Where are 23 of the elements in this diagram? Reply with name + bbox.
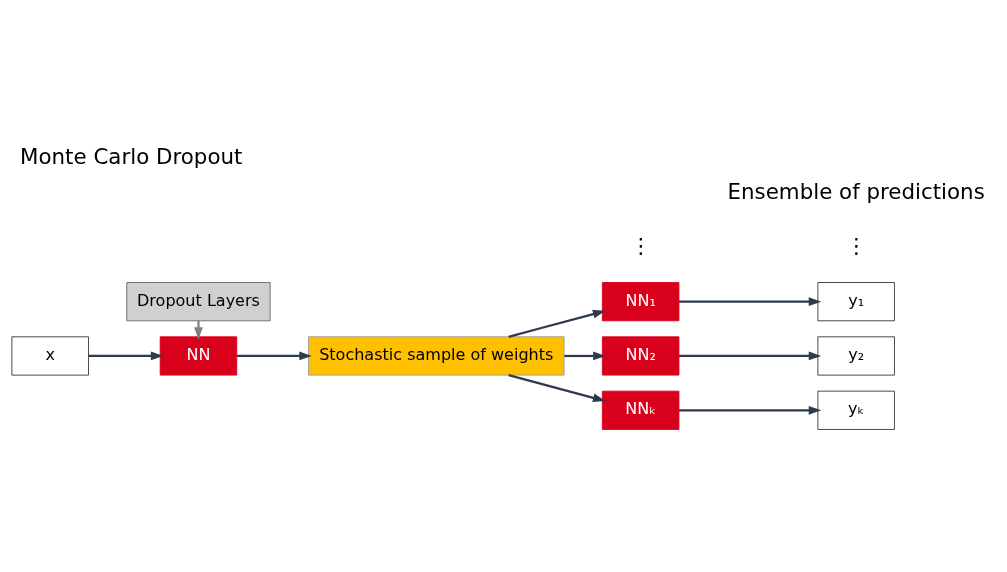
node-box: Stochastic sample of weights xyxy=(308,335,565,376)
arrow xyxy=(508,373,606,402)
node-box: NN₁ xyxy=(601,281,680,321)
node-box: y₂ xyxy=(817,335,895,376)
node-box: NN₂ xyxy=(601,335,680,376)
arrow xyxy=(237,351,312,360)
node-box: NNₖ xyxy=(601,390,680,430)
label: ⋮ xyxy=(629,232,652,258)
node-box: NN xyxy=(159,335,238,376)
diagram-title: Monte Carlo Dropout xyxy=(20,143,243,169)
node-box: Dropout Layers xyxy=(126,281,271,321)
label: ⋮ xyxy=(845,232,867,258)
label: Ensemble of predictions xyxy=(727,178,985,204)
node-box: x xyxy=(11,335,89,376)
arrow xyxy=(679,351,822,360)
node-box: y₁ xyxy=(817,281,895,321)
arrow xyxy=(88,351,164,360)
arrow xyxy=(194,320,203,340)
arrow xyxy=(564,351,606,360)
arrow xyxy=(679,405,822,415)
arrow xyxy=(508,309,606,338)
node-box: yₖ xyxy=(817,390,895,430)
arrow xyxy=(679,296,822,306)
